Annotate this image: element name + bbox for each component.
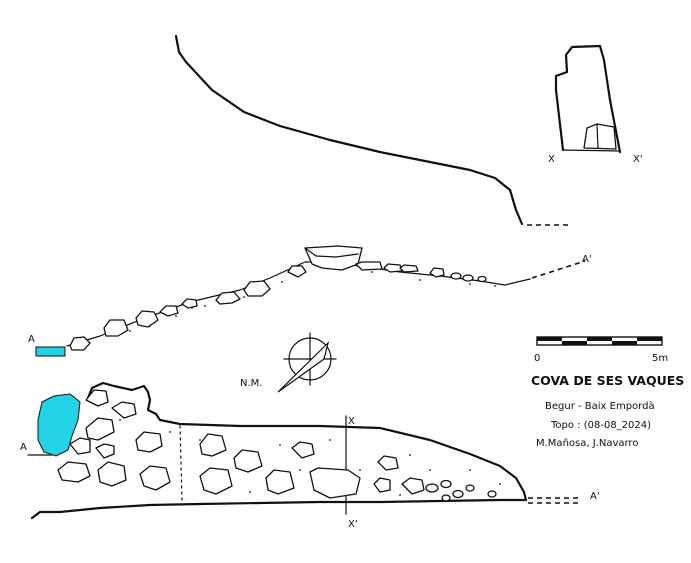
- cross-section-x-prime-label: X': [633, 154, 643, 165]
- plan-view: X X' A A': [20, 381, 600, 530]
- scale-end-label: 5m: [652, 353, 668, 364]
- water-pool-profile: [35, 346, 66, 357]
- title-block: COVA DE SES VAQUES Begur - Baix Empordà …: [531, 373, 684, 449]
- scale-start-label: 0: [534, 353, 540, 364]
- authors-text: M.Mañosa, J.Navarro: [536, 438, 638, 449]
- plan-x-label: X: [348, 416, 355, 427]
- cave-title: COVA DE SES VAQUES: [531, 373, 684, 388]
- location-text: Begur - Baix Empordà: [545, 400, 655, 412]
- north-label: N.M.: [240, 378, 262, 389]
- north-arrow: N.M.: [240, 332, 337, 393]
- scale-bar: 0 5m: [534, 336, 668, 364]
- profile-a-label: A: [28, 334, 35, 345]
- plan-a-prime-label: A': [590, 491, 600, 502]
- profile-elevation: A A': [28, 34, 592, 357]
- cross-section-x: X X': [548, 44, 643, 165]
- water-pool-plan: [37, 393, 81, 457]
- survey-date-text: Topo : (08-08_2024): [550, 420, 651, 431]
- plan-a-label: A: [20, 442, 27, 453]
- plan-x-prime-label: X': [348, 519, 358, 530]
- profile-a-prime-label: A': [582, 254, 592, 265]
- cross-section-x-label: X: [548, 154, 555, 165]
